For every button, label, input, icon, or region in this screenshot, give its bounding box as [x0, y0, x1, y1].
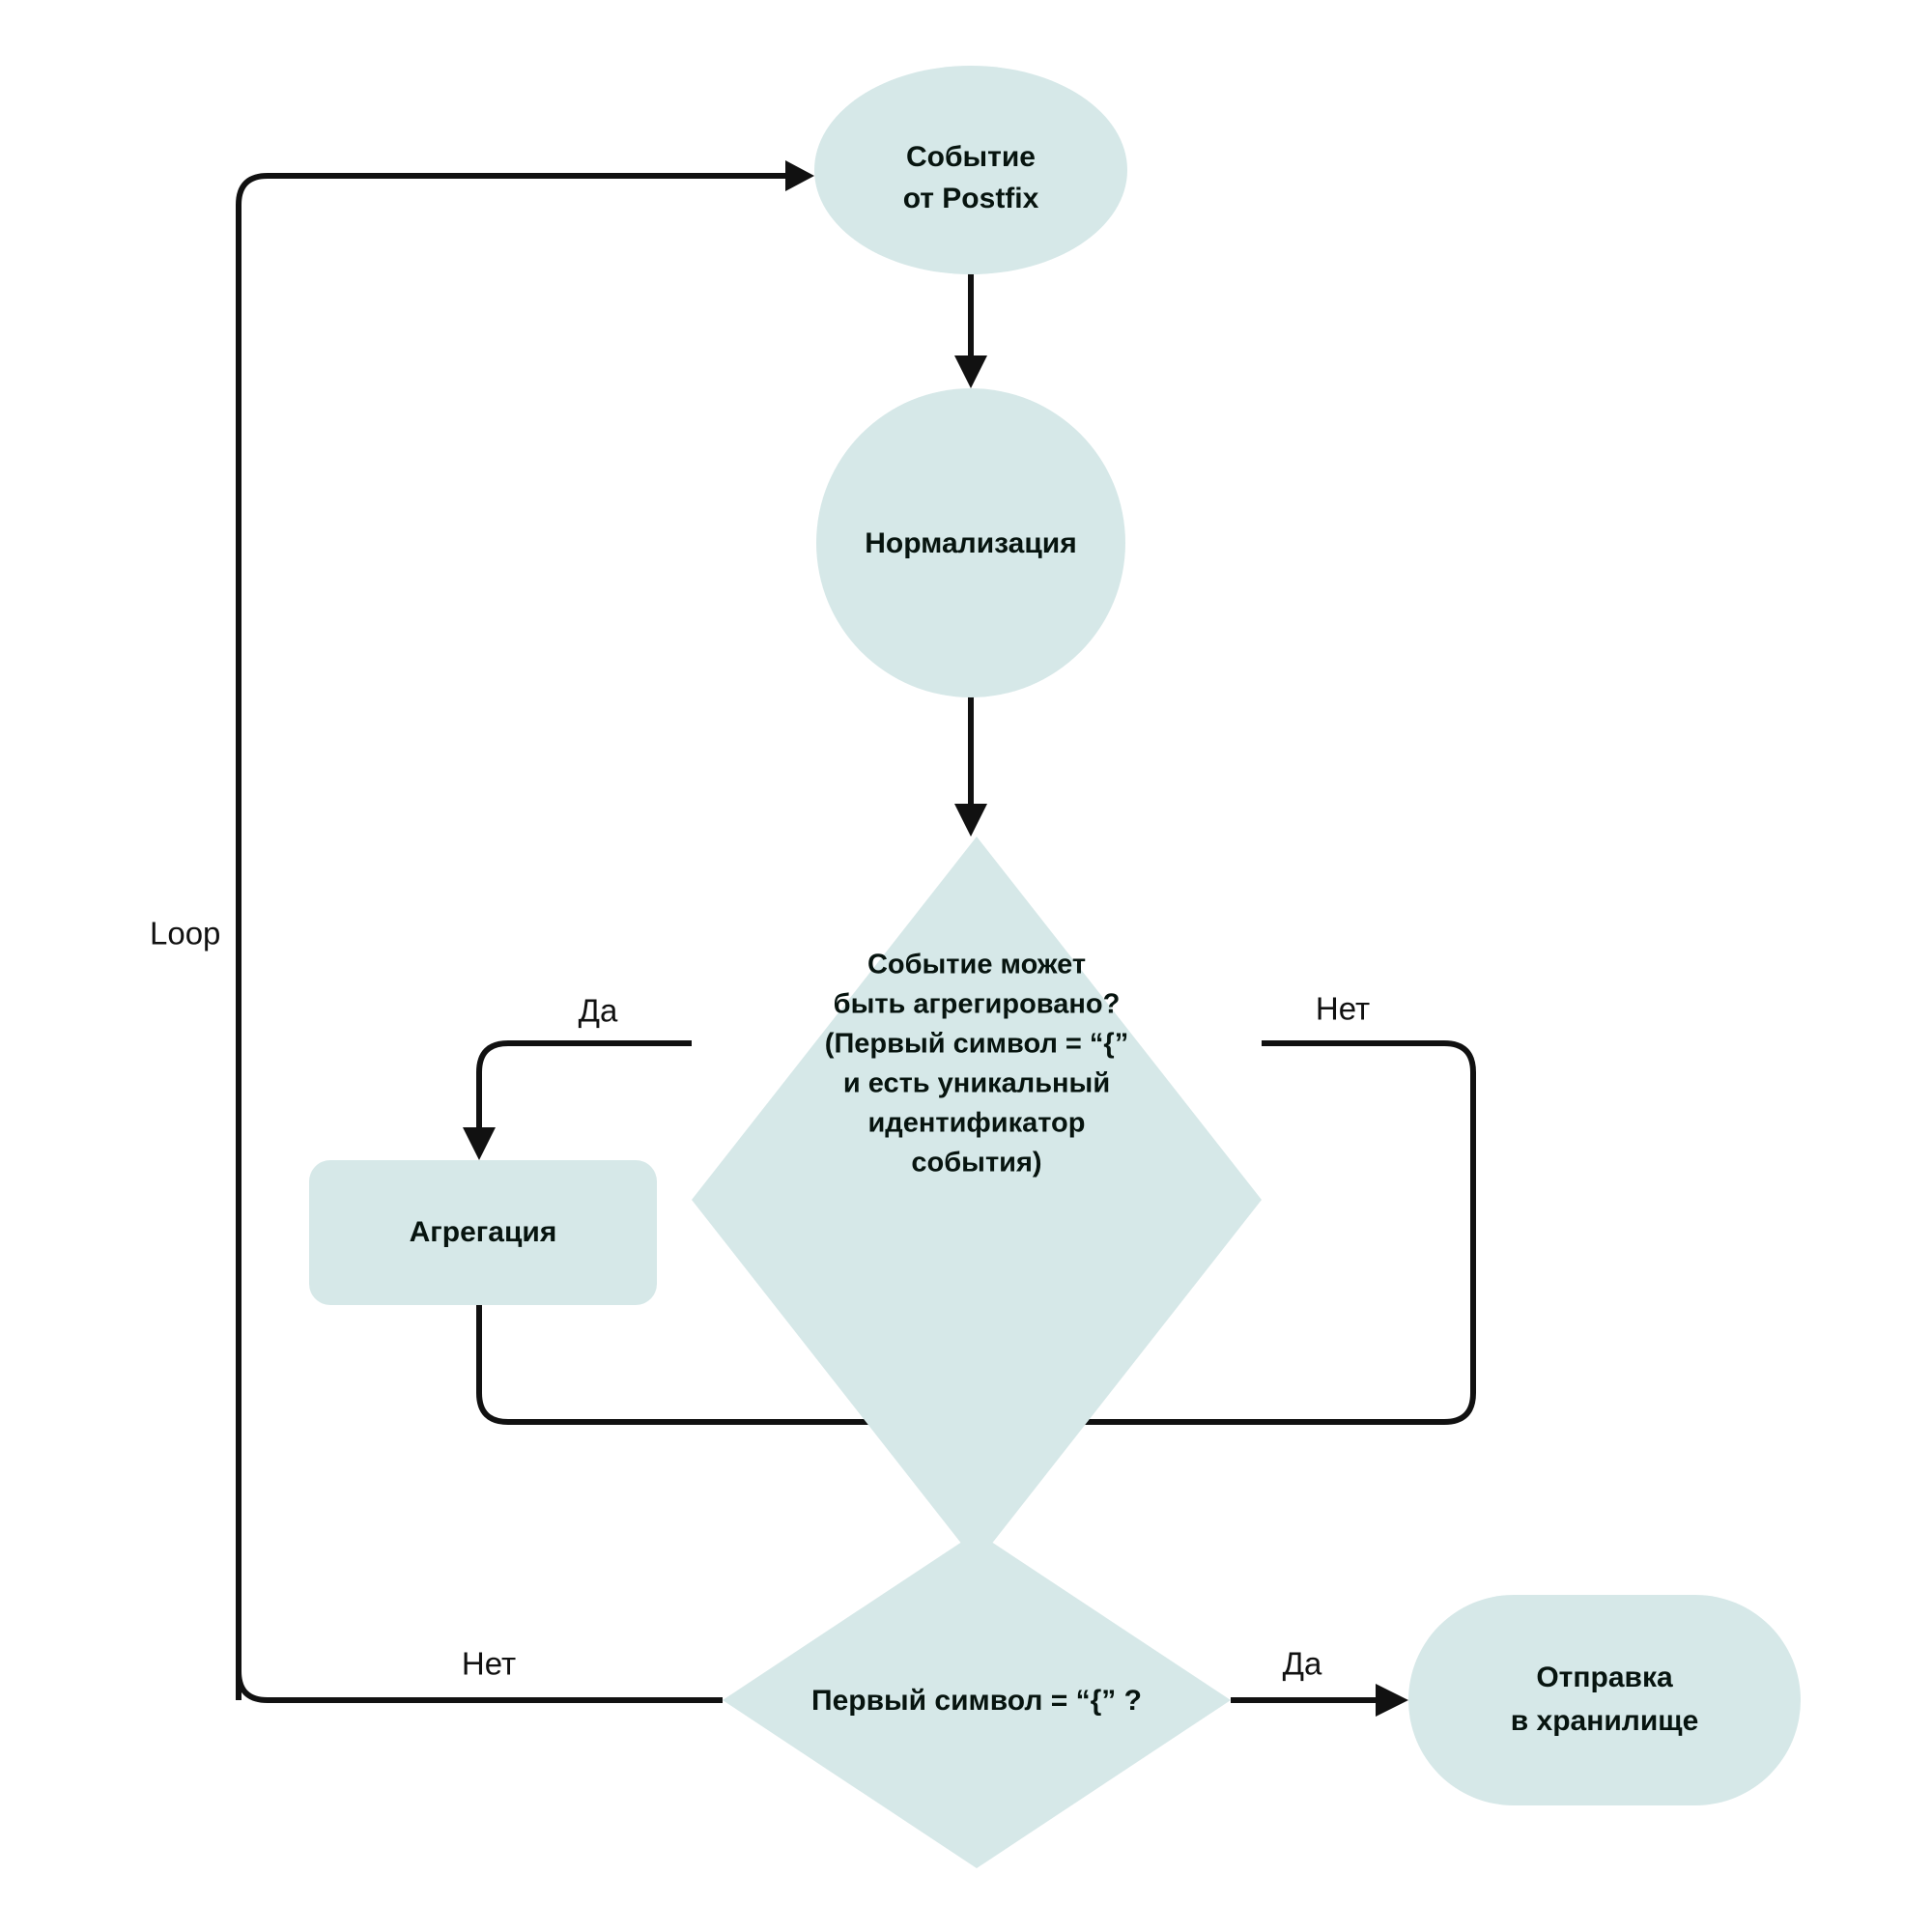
node-decision-can-aggregate-label-line2: быть агрегировано? — [834, 989, 1121, 1020]
node-decision-can-aggregate-label-line3: (Первый символ = “{” — [825, 1029, 1128, 1060]
node-normalization[interactable]: Нормализация — [816, 388, 1125, 697]
edge-decision-no-to-merge — [977, 1040, 1476, 1425]
node-send-to-storage-label-line2: в хранилище — [1511, 1705, 1699, 1737]
edge-normalize-to-decision-arrowhead — [954, 804, 987, 837]
node-start-event-shape — [814, 66, 1127, 274]
edge-start-to-normalize-arrowhead — [954, 355, 987, 388]
node-send-to-storage[interactable]: Отправка в хранилище — [1408, 1595, 1801, 1805]
edge-label-loop: Loop — [150, 916, 220, 952]
node-aggregation-shape — [309, 1160, 657, 1305]
node-decision-can-aggregate-label-line4: и есть уникальный — [843, 1068, 1110, 1099]
node-decision-can-aggregate-label-line1: Событие может — [867, 950, 1086, 980]
node-decision-first-char-label: Первый символ = “{” ? — [811, 1685, 1142, 1717]
node-decision-can-aggregate-label-line5: идентификатор — [867, 1108, 1085, 1139]
node-decision-first-char[interactable]: Первый символ = “{” ? — [723, 1532, 1231, 1868]
edge-decision-no-path — [977, 1040, 1476, 1425]
node-decision-first-char-shape — [723, 1532, 1231, 1868]
edge-normalize-to-decision — [954, 696, 987, 837]
edge-decision-yes-to-aggregation — [463, 1040, 692, 1160]
edge-label-first-char-no: Нет — [462, 1646, 516, 1682]
node-start-event-label-line2: от Postfix — [903, 183, 1039, 214]
node-decision-can-aggregate-label-line6: события) — [911, 1148, 1041, 1179]
edge-first-char-yes-arrowhead — [1376, 1684, 1408, 1717]
node-aggregation[interactable]: Агрегация — [309, 1160, 657, 1305]
edge-aggregation-to-merge-path — [476, 1304, 977, 1425]
edge-aggregation-to-merge — [476, 1304, 977, 1425]
node-send-to-storage-label-line1: Отправка — [1536, 1662, 1673, 1693]
node-normalization-label: Нормализация — [865, 527, 1077, 559]
node-aggregation-label: Агрегация — [410, 1216, 557, 1248]
edge-label-aggregate-yes: Да — [579, 993, 618, 1029]
edge-first-char-yes-to-storage — [1231, 1684, 1408, 1717]
node-decision-can-aggregate-shape — [692, 837, 1262, 1563]
edge-decision-yes-arrowhead — [463, 1127, 496, 1160]
edge-start-to-normalize — [954, 273, 987, 388]
edge-label-first-char-yes: Да — [1283, 1646, 1322, 1682]
edge-decision-yes-path — [476, 1040, 692, 1143]
edge-first-char-no-path — [236, 1642, 723, 1703]
node-start-event-label-line1: Событие — [906, 141, 1036, 173]
node-decision-can-aggregate[interactable]: Событие может быть агрегировано? (Первый… — [692, 837, 1262, 1563]
node-send-to-storage-shape — [1408, 1595, 1801, 1805]
edge-first-char-no-to-loop — [236, 1642, 723, 1703]
node-start-event[interactable]: Событие от Postfix — [814, 66, 1127, 274]
edge-label-aggregate-no: Нет — [1316, 991, 1370, 1027]
edge-loop-path — [236, 173, 807, 1700]
node-normalization-shape — [816, 388, 1125, 697]
edge-loop — [236, 160, 814, 1700]
edge-loop-arrowhead — [785, 160, 814, 191]
